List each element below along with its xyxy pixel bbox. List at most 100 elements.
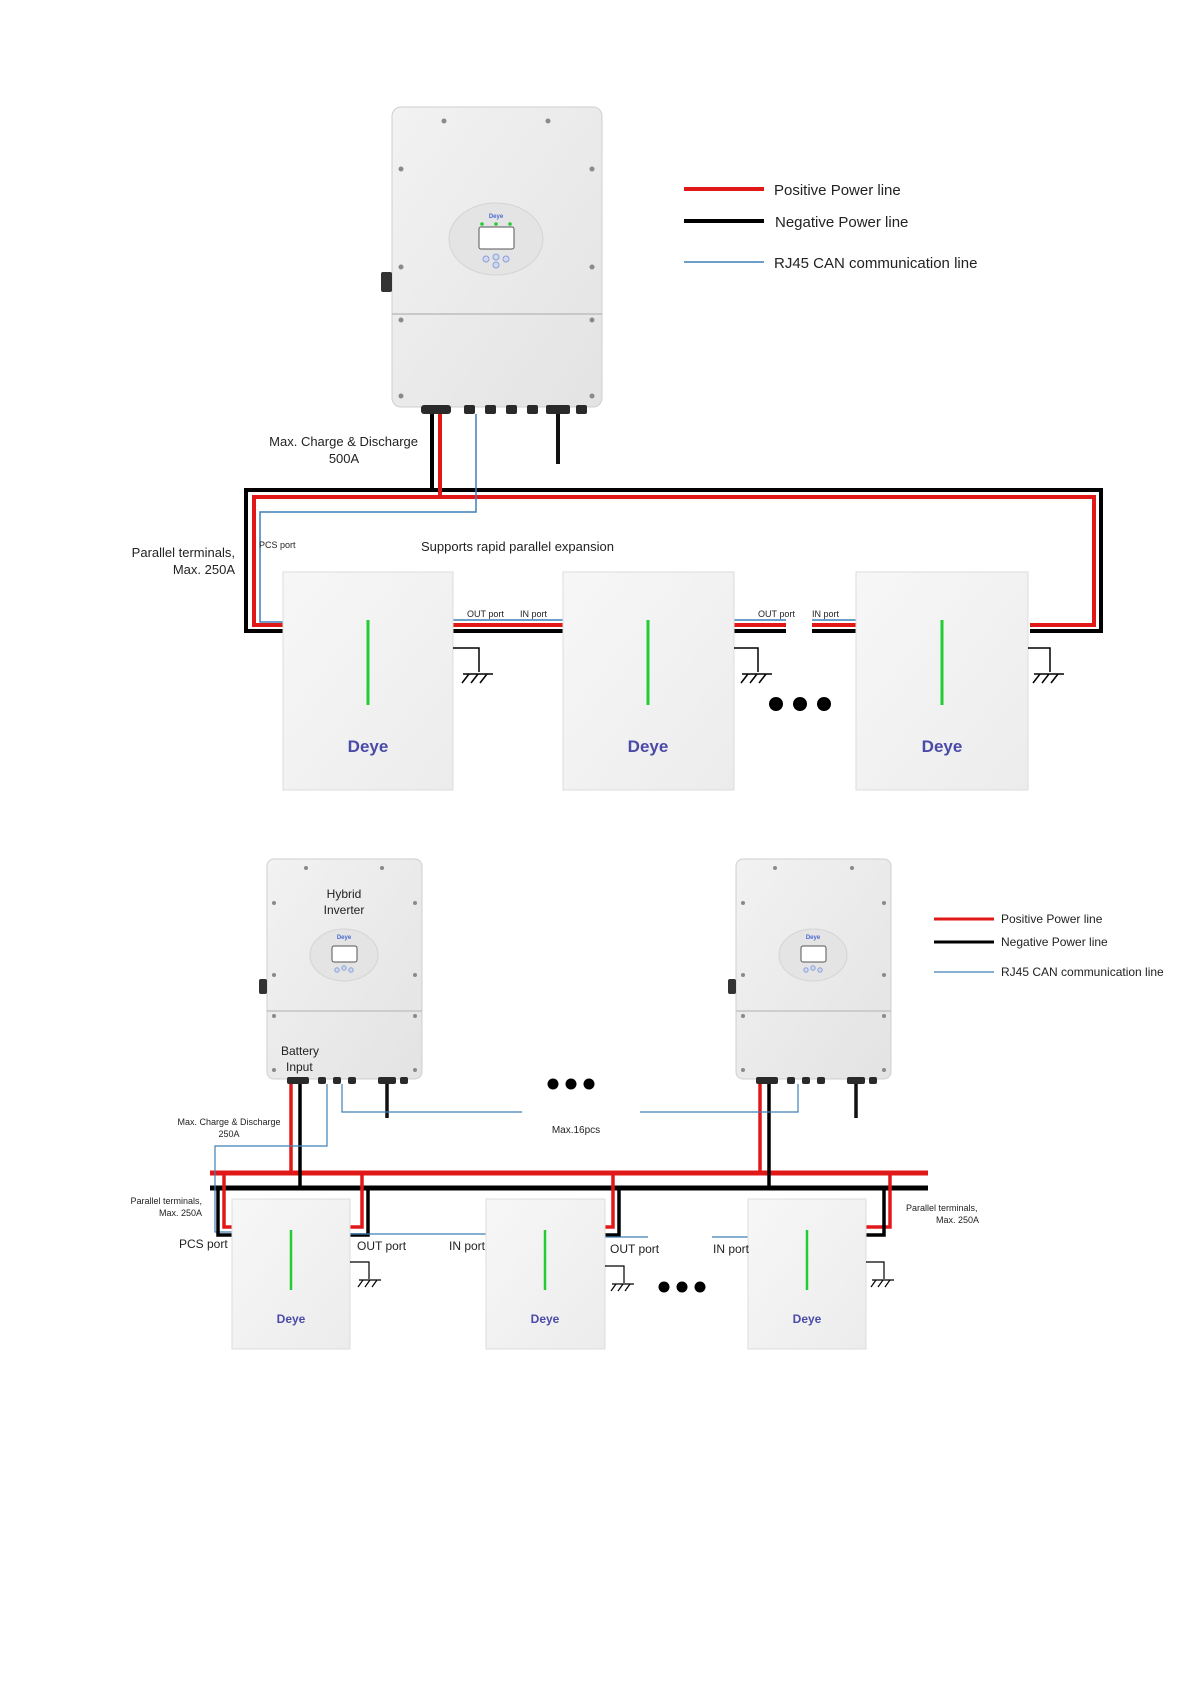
ground-icon — [734, 647, 772, 684]
top-diagram: Positive Power line Negative Power line … — [132, 106, 1103, 791]
out-port-label: OUT port — [610, 1242, 660, 1256]
top-inverter: Deye — [381, 106, 603, 464]
top-battery-2: Deye — [562, 571, 735, 791]
battery1-positive-right — [350, 1173, 364, 1229]
top-legend: Positive Power line Negative Power line … — [684, 182, 977, 272]
screw — [882, 1068, 886, 1072]
bottom-inverter-2: Deye — [728, 858, 892, 1118]
battery-brand-logo: Deye — [793, 1312, 822, 1326]
pcs-port-label: PCS port — [179, 1237, 228, 1251]
screw — [272, 973, 276, 977]
ground-icon — [605, 1265, 634, 1292]
inverter-connector — [527, 405, 538, 414]
inverter-screen — [478, 226, 515, 250]
inverter-connector — [287, 1077, 309, 1084]
button-icon — [502, 255, 510, 263]
inverter-brand-logo: Deye — [489, 214, 504, 220]
ground-icon — [866, 1261, 894, 1288]
inverter-side-handle — [728, 979, 736, 994]
bottom-legend: Positive Power line Negative Power line … — [934, 912, 1164, 979]
can-pcs-cable — [259, 414, 477, 623]
button-icon — [482, 255, 490, 263]
screw — [741, 901, 745, 905]
screw — [741, 1014, 745, 1018]
hybrid-inverter-label: Hybrid — [327, 887, 362, 901]
ground-icon — [453, 647, 493, 684]
inverter-brand-logo: Deye — [337, 935, 352, 941]
inverter-connector — [421, 405, 451, 414]
inverter-connector — [847, 1077, 865, 1084]
screw — [545, 118, 551, 124]
parallel-terminals-label: Parallel terminals, — [130, 1196, 202, 1206]
screw — [413, 973, 417, 977]
inverter-screen — [331, 945, 358, 963]
ellipsis-icon — [769, 697, 831, 711]
screw — [380, 866, 384, 870]
inverter-connector — [546, 405, 570, 414]
screw — [589, 317, 595, 323]
screw — [398, 393, 404, 399]
legend-positive-label: Positive Power line — [1001, 912, 1103, 926]
inverter-connector — [464, 405, 475, 414]
status-led-icon — [508, 222, 512, 226]
parallel-terminals-label: Parallel terminals, — [132, 545, 235, 560]
inverter-screen — [800, 945, 827, 963]
button-icon — [341, 965, 347, 971]
top-battery-1: Deye — [282, 571, 454, 791]
in-port-label: IN port — [812, 609, 840, 619]
screw — [741, 1068, 745, 1072]
bottom-cables — [214, 1084, 892, 1238]
max-charge-value: 250A — [218, 1129, 239, 1139]
in-port-label: IN port — [449, 1239, 486, 1253]
negative-loop-cable — [244, 414, 434, 633]
inverter-brand-logo: Deye — [806, 935, 821, 941]
button-icon — [334, 967, 340, 973]
parallel-terminals-value: Max. 250A — [159, 1208, 202, 1218]
legend-positive-label: Positive Power line — [774, 182, 901, 199]
battery-input-label: Battery — [281, 1044, 319, 1058]
battery2-negative-drop — [605, 1188, 621, 1237]
battery-brand-logo: Deye — [531, 1312, 560, 1326]
pcs-port-label: PCS port — [259, 540, 296, 550]
out-port-label: OUT port — [758, 609, 795, 619]
screw — [398, 166, 404, 172]
max-pcs-label: Max.16pcs — [552, 1125, 600, 1136]
out-port-label: OUT port — [467, 609, 504, 619]
screw — [272, 1014, 276, 1018]
screw — [773, 866, 777, 870]
battery1-negative-drop — [216, 1188, 232, 1237]
button-icon — [492, 253, 500, 261]
battery-brand-logo: Deye — [628, 737, 669, 756]
battery-brand-logo: Deye — [348, 737, 389, 756]
inverter-side-handle — [381, 272, 392, 292]
battery1-positive-drop — [222, 1173, 232, 1229]
button-icon — [817, 967, 823, 973]
ground-icon — [1028, 647, 1064, 684]
screw — [589, 393, 595, 399]
ellipsis-icon — [658, 1281, 706, 1293]
inverter-connector — [817, 1077, 825, 1084]
inverter-connector — [400, 1077, 408, 1084]
screw — [882, 973, 886, 977]
inverter-connector — [869, 1077, 877, 1084]
positive-loop-cable — [252, 414, 442, 627]
bottom-diagram: Positive Power line Negative Power line … — [130, 858, 1164, 1350]
screw — [398, 317, 404, 323]
bottom-battery-3: Deye — [747, 1198, 867, 1350]
button-icon — [803, 967, 809, 973]
inverter-connector — [506, 405, 517, 414]
screw — [272, 901, 276, 905]
inverter-connector — [485, 405, 496, 414]
top-battery-3: Deye — [855, 571, 1029, 791]
parallel-terminals-label: Parallel terminals, — [906, 1203, 978, 1213]
top-cables — [244, 414, 1103, 633]
supports-expansion-label: Supports rapid parallel expansion — [421, 539, 614, 554]
battery-input-label: Input — [286, 1060, 313, 1074]
parallel-terminals-value: Max. 250A — [173, 562, 235, 577]
bottom-battery-2: Deye — [485, 1198, 606, 1350]
can-inverter1-to-pcs — [214, 1084, 328, 1233]
positive-main-cable — [440, 495, 1096, 627]
can-inverter2-to-bus — [640, 1084, 799, 1113]
screw — [413, 901, 417, 905]
